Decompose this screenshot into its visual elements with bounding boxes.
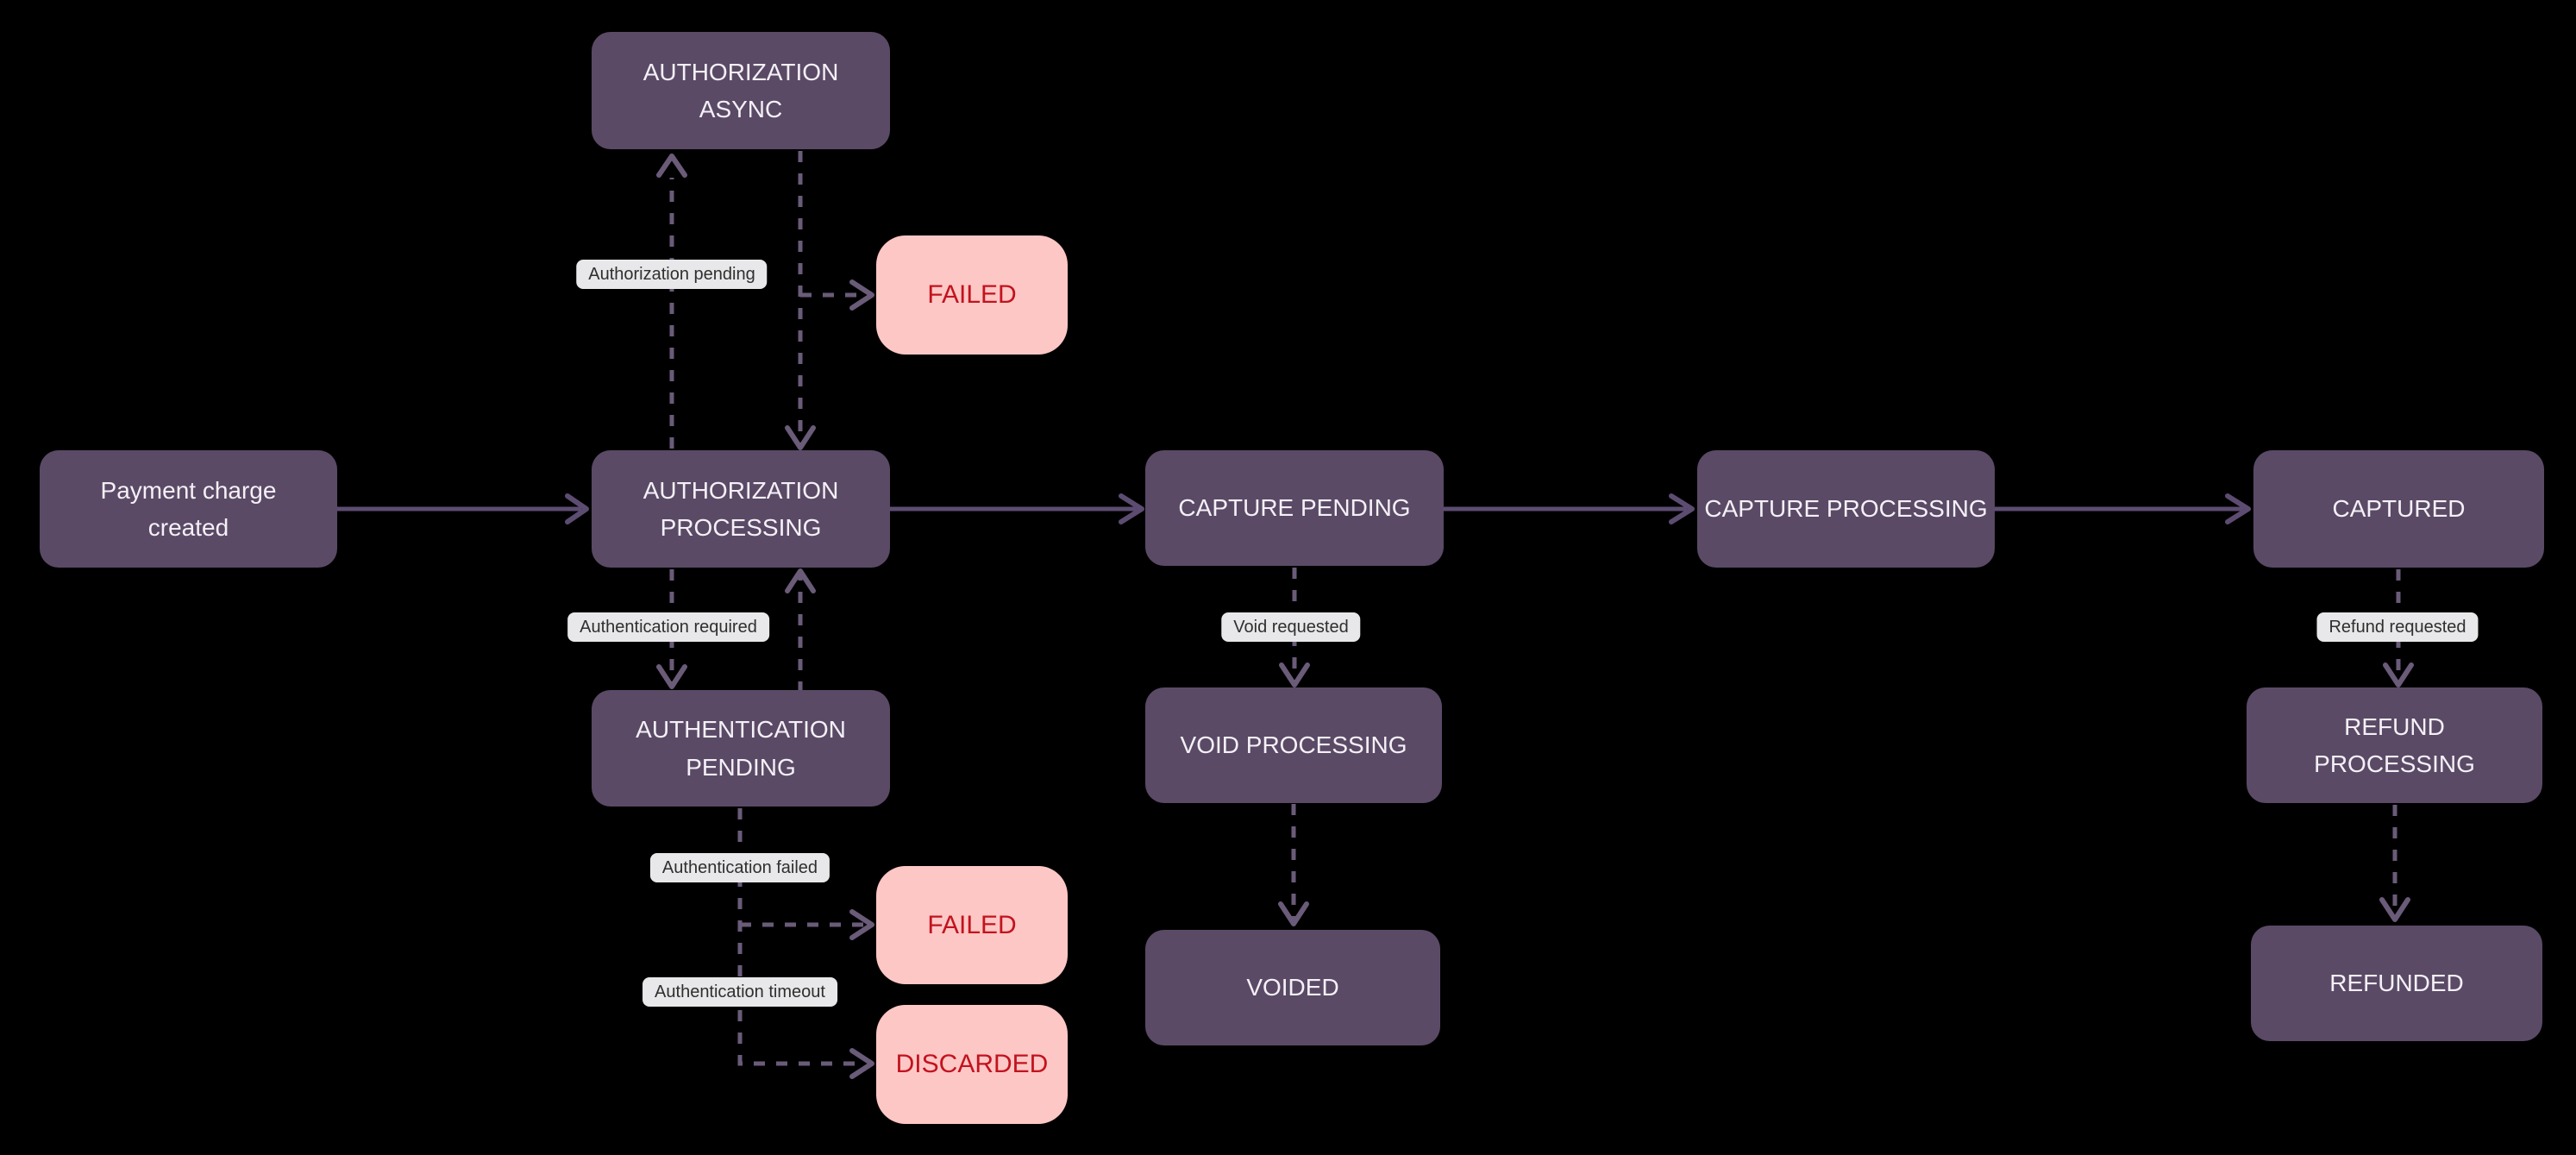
edge-label-authorization-pending: Authorization pending bbox=[576, 260, 768, 289]
state-failed-authorization: FAILED bbox=[876, 235, 1068, 355]
state-captured: CAPTURED bbox=[2253, 450, 2544, 568]
edge-auth-pending-to-discarded bbox=[737, 808, 864, 1066]
state-void-processing: VOID PROCESSING bbox=[1145, 687, 1442, 803]
arrowhead-auth-processing-to-auth-pending bbox=[656, 664, 687, 689]
arrowhead-payment-created-to-auth-processing bbox=[565, 493, 589, 524]
arrowhead-capture-pending-to-void-processing bbox=[1279, 662, 1310, 687]
state-authorization-async: AUTHORIZATION ASYNC bbox=[592, 32, 890, 149]
state-failed-authentication: FAILED bbox=[876, 866, 1068, 984]
edge-label-refund-requested: Refund requested bbox=[2316, 612, 2479, 642]
arrowhead-void-processing-to-voided bbox=[1278, 901, 1309, 926]
edge-label-authentication-required: Authentication required bbox=[567, 612, 769, 642]
edge-label-authentication-failed: Authentication failed bbox=[649, 853, 830, 882]
edge-label-void-requested: Void requested bbox=[1221, 612, 1361, 642]
state-authorization-processing: AUTHORIZATION PROCESSING bbox=[592, 450, 890, 568]
arrowhead-capture-processing-to-captured bbox=[2225, 493, 2251, 524]
arrowhead-auth-async-to-failed bbox=[849, 279, 874, 311]
state-capture-pending: CAPTURE PENDING bbox=[1145, 450, 1444, 566]
arrowhead-auth-pending-to-discarded bbox=[849, 1048, 874, 1079]
state-payment-charge-created: Payment charge created bbox=[40, 450, 337, 568]
arrowhead-auth-pending-to-failed bbox=[849, 909, 874, 940]
arrowhead-auth-processing-to-auth-async bbox=[656, 154, 687, 178]
state-discarded: DISCARDED bbox=[876, 1005, 1068, 1124]
arrowhead-auth-pending-to-auth-processing bbox=[785, 568, 816, 593]
arrowhead-capture-pending-to-capture-processing bbox=[1669, 493, 1695, 524]
edge-label-authentication-timeout: Authentication timeout bbox=[642, 977, 837, 1007]
arrowhead-captured-to-refund-processing bbox=[2383, 662, 2414, 687]
state-voided: VOIDED bbox=[1145, 930, 1440, 1045]
state-authentication-pending: AUTHENTICATION PENDING bbox=[592, 690, 890, 807]
state-refund-processing: REFUND PROCESSING bbox=[2247, 687, 2542, 803]
arrowhead-auth-async-to-auth-processing bbox=[785, 425, 816, 450]
arrowhead-refund-processing-to-refunded bbox=[2379, 897, 2410, 922]
state-refunded: REFUNDED bbox=[2251, 926, 2542, 1041]
state-capture-processing: CAPTURE PROCESSING bbox=[1697, 450, 1995, 568]
arrowhead-auth-processing-to-capture-pending bbox=[1119, 493, 1144, 524]
